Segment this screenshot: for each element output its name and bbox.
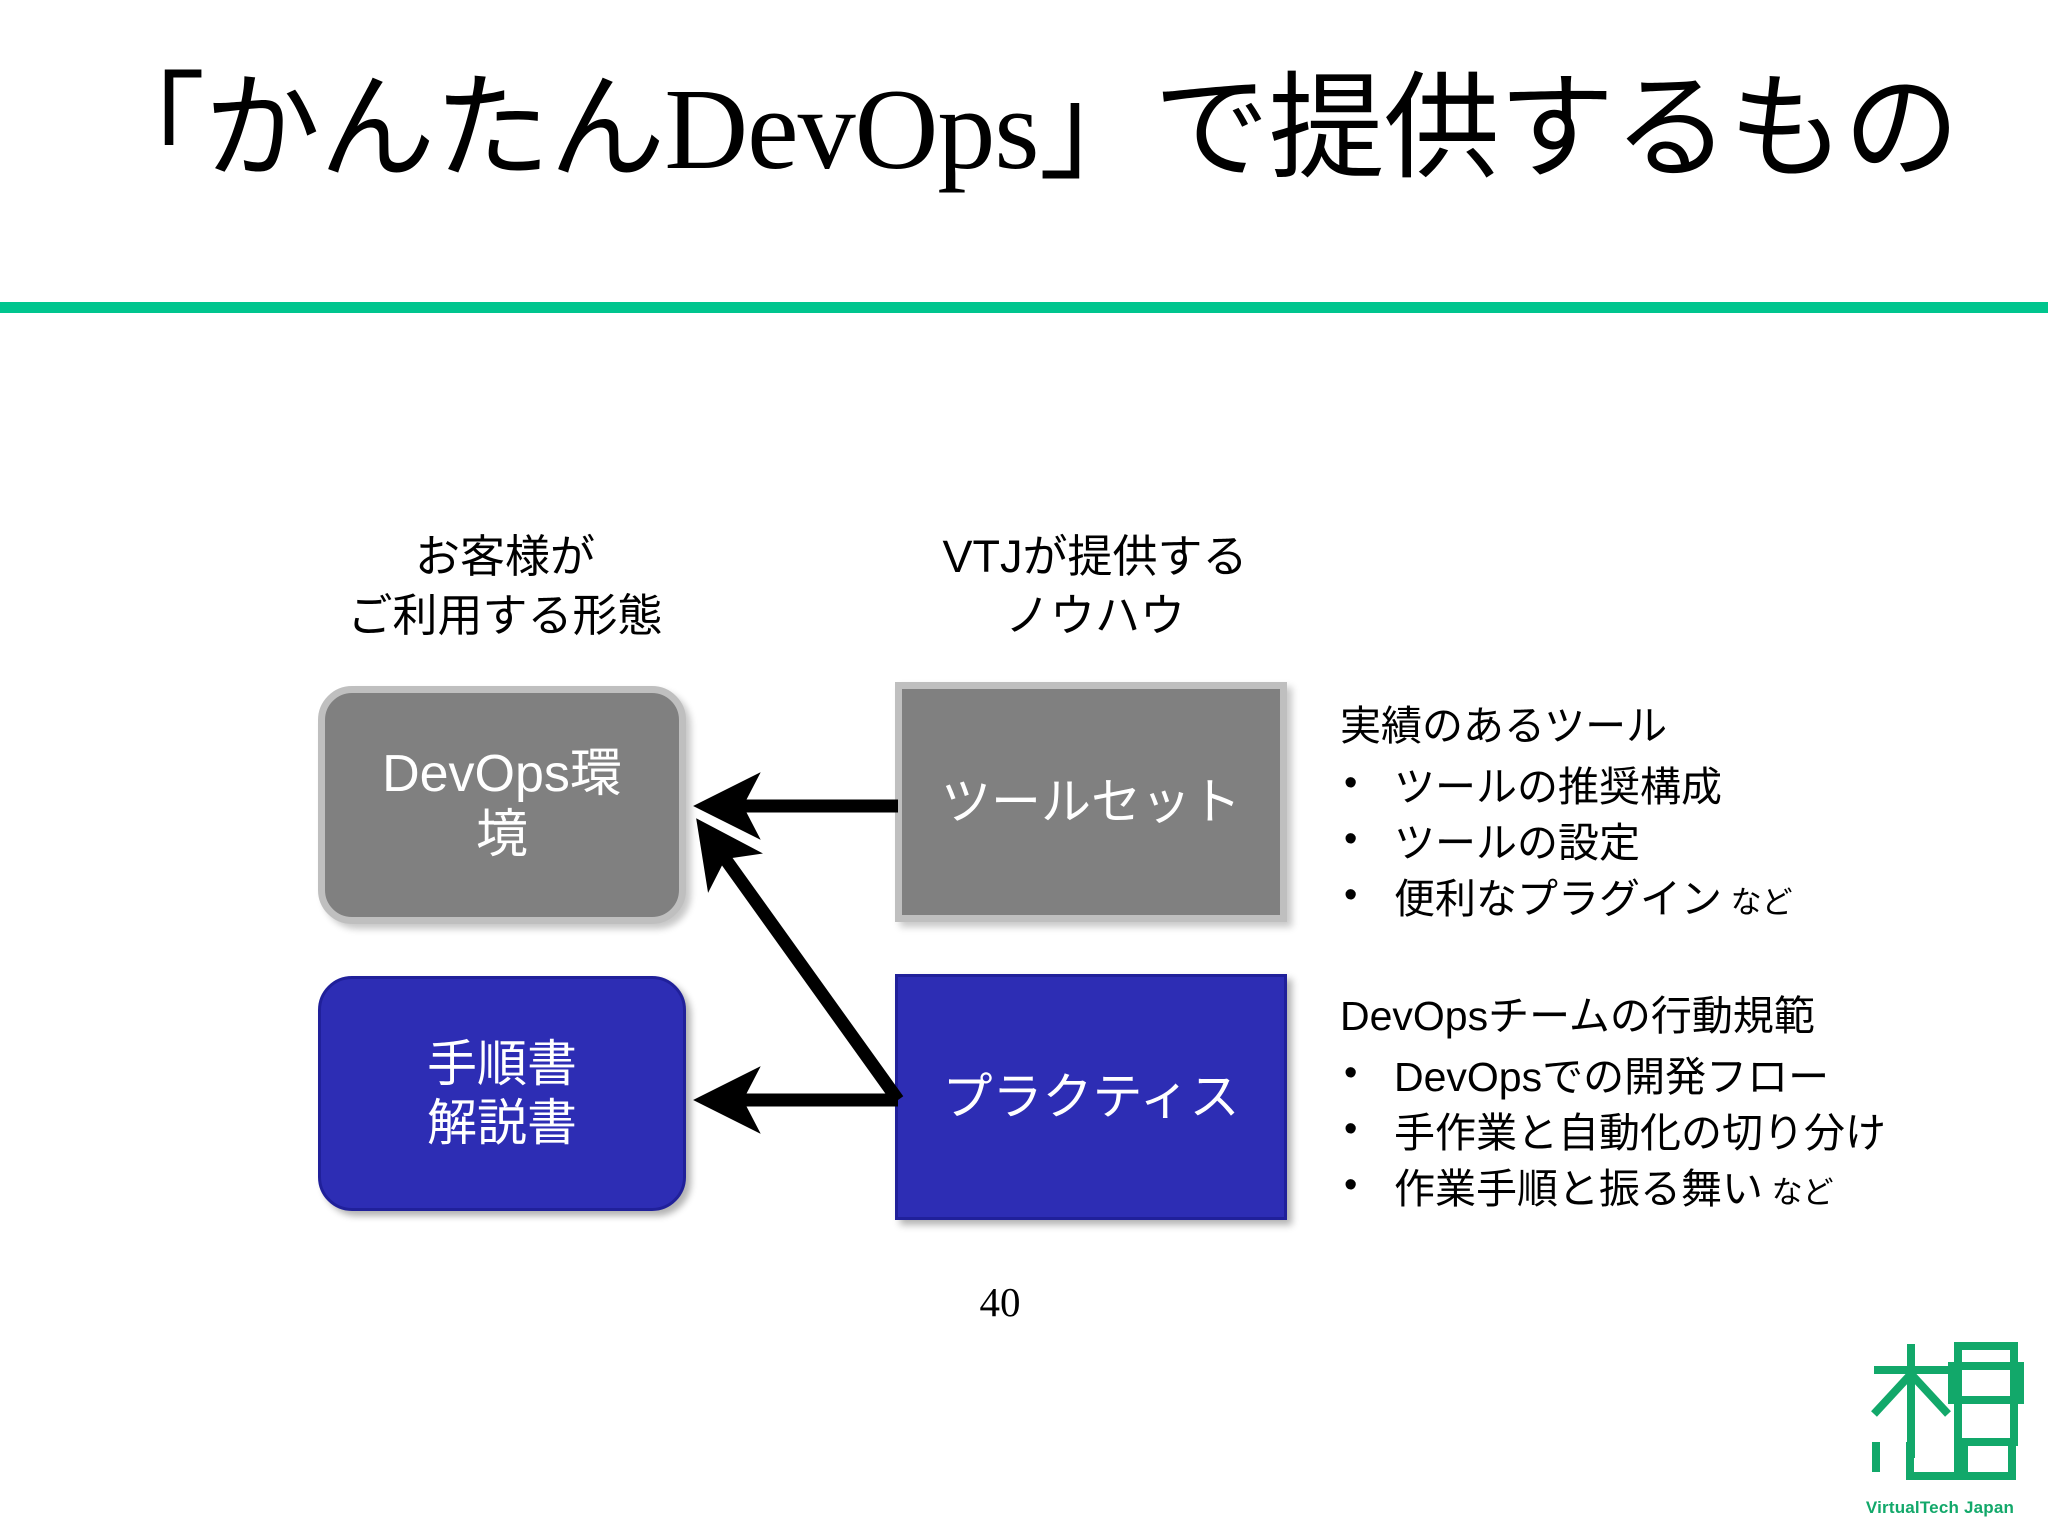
list-item-tail: など [1722, 884, 1793, 920]
logo: VirtualTech Japan [1852, 1338, 2028, 1522]
arrow-practice-to-devops-env [696, 818, 904, 1104]
box-documents-label: 手順書 解説書 [427, 1035, 577, 1151]
list-item-text: 便利なプラグイン [1394, 875, 1722, 922]
notes-toolset-heading: 実績のあるツール [1340, 703, 1668, 749]
box-documents[interactable]: 手順書 解説書 [318, 976, 686, 1211]
list-item-text: ツールの推奨構成 [1394, 764, 1722, 811]
notes-practices-heading: DevOpsチームの行動規範 [1340, 993, 1815, 1039]
list-item: ツールの推奨構成 [1340, 758, 1990, 816]
list-item: 手作業と自動化の切り分け [1340, 1104, 2020, 1162]
column-caption-vtj: VTJが提供する ノウハウ [942, 531, 1248, 642]
page-title: 「かんたんDevOps」で提供するもの [89, 66, 1959, 194]
list-item: 便利なプラグイン など [1340, 870, 1990, 928]
box-devops-environment-label: DevOps環 境 [382, 744, 622, 864]
list-item-text: 作業手順と振る舞い [1394, 1165, 1763, 1212]
page-number: 40 [0, 1278, 2048, 1326]
notes-toolset-list: ツールの推奨構成 ツールの設定 便利なプラグイン など [1340, 758, 1990, 928]
box-toolset-label: ツールセット [941, 773, 1241, 830]
box-practices-label: プラクティス [942, 1068, 1240, 1125]
list-item-tail: など [1763, 1174, 1834, 1210]
notes-toolset: 実績のあるツール ツールの推奨構成 ツールの設定 便利なプラグイン など [1340, 700, 1990, 928]
list-item: 作業手順と振る舞い など [1340, 1160, 2020, 1218]
title-divider-rule [0, 302, 2048, 313]
logo-text: VirtualTech Japan [1865, 1498, 2015, 1517]
notes-practices: DevOpsチームの行動規範 DevOpsでの開発フロー 手作業と自動化の切り分… [1340, 990, 2020, 1218]
page-number-value: 40 [979, 1279, 1021, 1325]
notes-practices-list: DevOpsでの開発フロー 手作業と自動化の切り分け 作業手順と振る舞い など [1340, 1048, 2020, 1218]
list-item: DevOpsでの開発フロー [1340, 1048, 2020, 1106]
column-caption-customer: お客様が ご利用する形態 [347, 531, 663, 642]
virtualtech-japan-logo-icon [1871, 1342, 2024, 1480]
list-item-text: 手作業と自動化の切り分け [1394, 1110, 1886, 1157]
list-item: ツールの設定 [1340, 814, 1990, 872]
box-practices[interactable]: プラクティス [895, 974, 1287, 1220]
list-item-text: DevOpsでの開発フロー [1394, 1054, 1830, 1101]
box-devops-environment[interactable]: DevOps環 境 [318, 686, 686, 924]
box-toolset[interactable]: ツールセット [895, 682, 1287, 922]
list-item-text: ツールの設定 [1394, 820, 1640, 867]
